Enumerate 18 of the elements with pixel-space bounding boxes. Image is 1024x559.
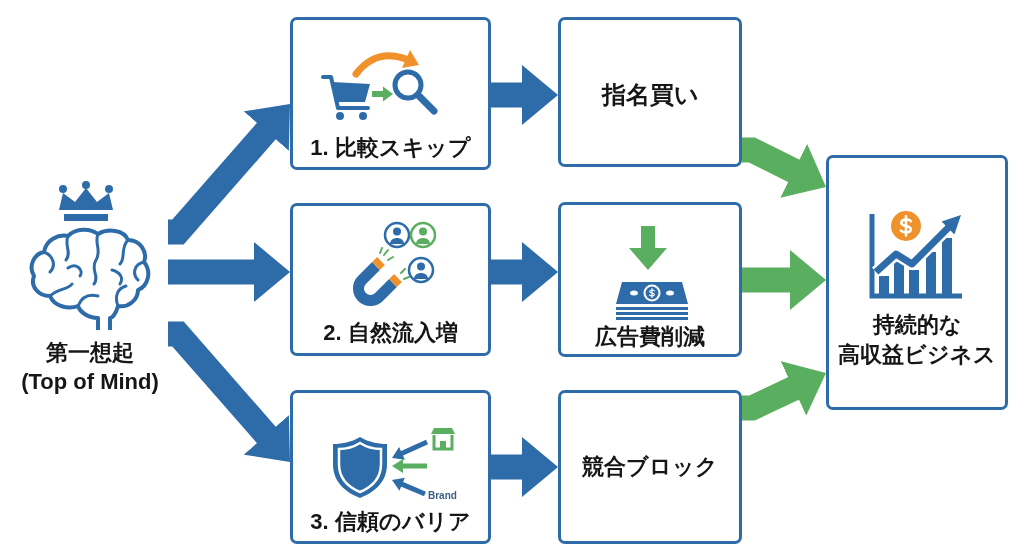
result-box [558,390,742,544]
goal-box [826,155,1008,410]
arrow [739,137,826,200]
step-box [290,203,491,356]
step-box [290,390,491,544]
icon-caption: Brand [428,490,457,502]
box-label: 競合ブロック [582,453,718,481]
step-label: 3. 信頼のバリア [310,508,471,536]
box-label: 持続的な高収益ビジネス [837,311,997,369]
box-label: 広告費削減 [595,323,705,351]
step-label: 2. 自然流入増 [323,319,458,347]
arrow [165,242,290,302]
box-label: 指名買い [601,80,699,110]
result-box [558,17,742,167]
step-label: 1. 比較スキップ [310,134,471,162]
result-box [558,202,742,357]
node-label: 第一想起 (Top of Mind) [20,339,160,396]
step-box [290,17,491,170]
